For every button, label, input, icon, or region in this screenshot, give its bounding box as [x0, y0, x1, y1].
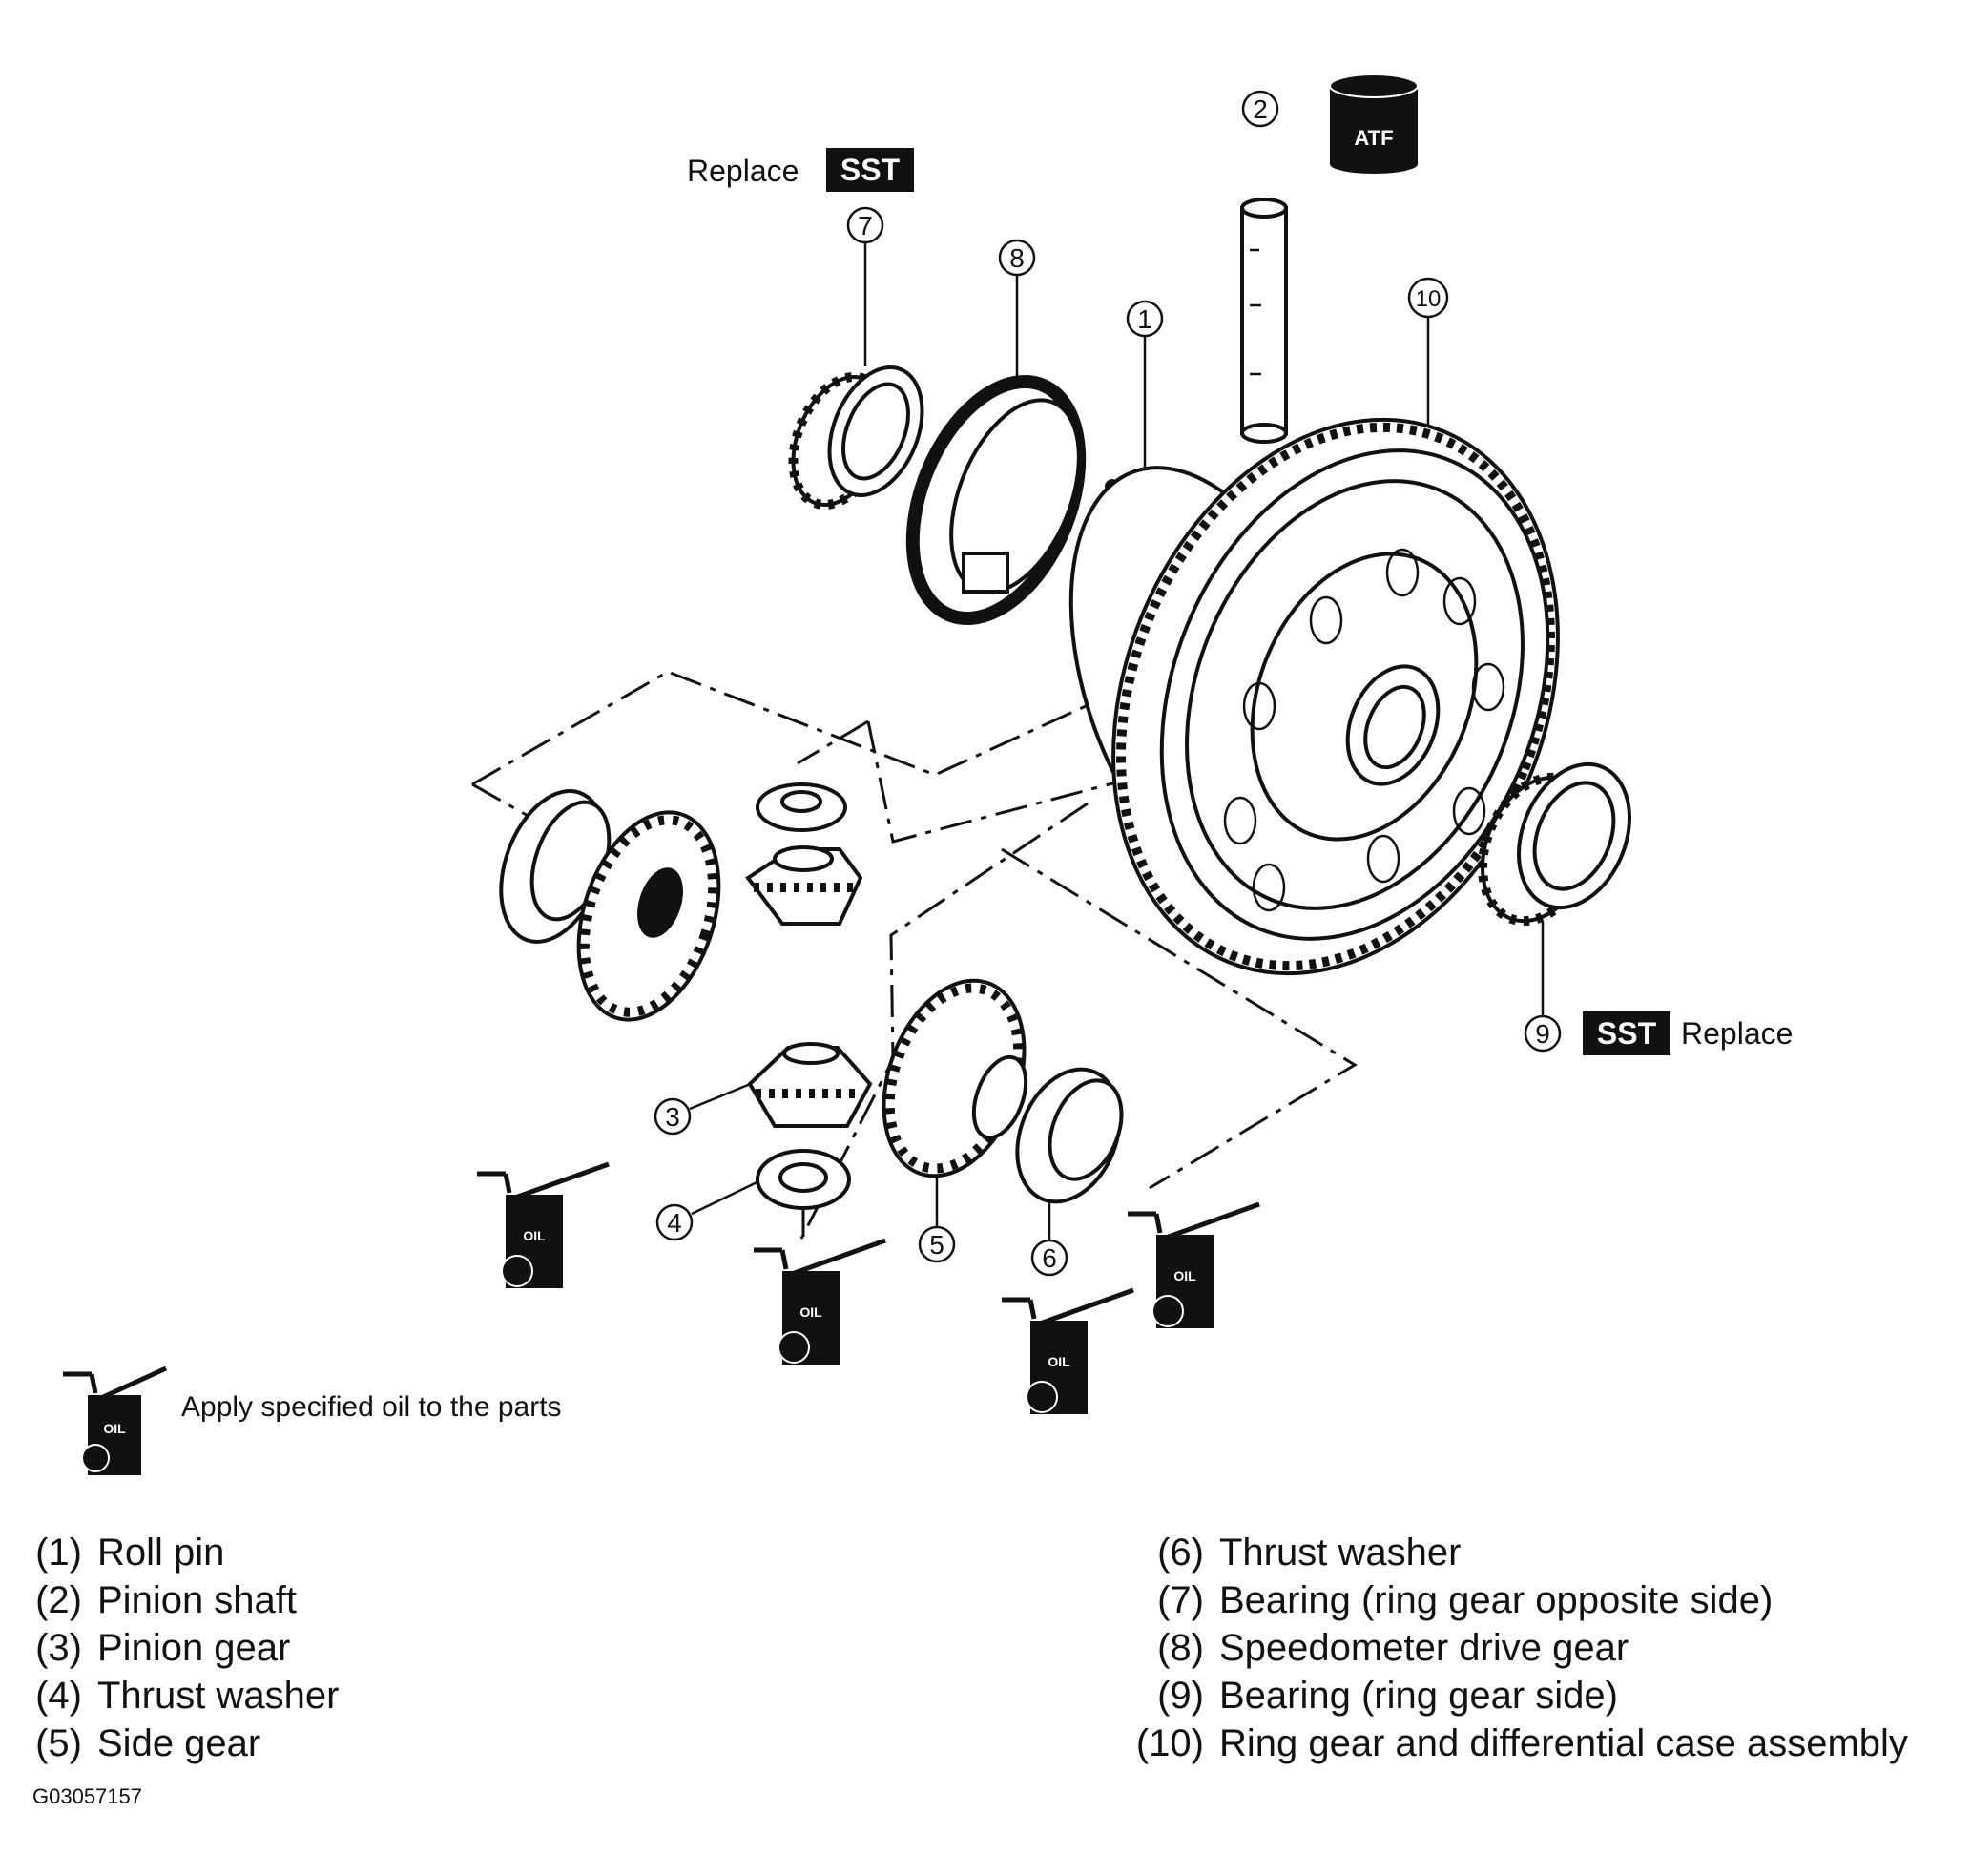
legend-item-text: Ring gear and differential case assembly: [1219, 1722, 1908, 1764]
svg-text:OIL: OIL: [1173, 1268, 1196, 1283]
pinion-shaft: [1240, 198, 1288, 444]
legend-item-number: (8): [1157, 1627, 1204, 1669]
svg-text:OIL: OIL: [1048, 1354, 1070, 1369]
oil-note-text: Apply specified oil to the parts: [181, 1391, 562, 1423]
legend-item: (5) Side gear: [32, 1720, 339, 1767]
legend-item-text: Roll pin: [97, 1532, 225, 1574]
svg-text:10: 10: [1416, 286, 1442, 312]
bearing-ring-gear-side: [1478, 761, 1631, 927]
replace-label-right: Replace: [1681, 1016, 1793, 1051]
legend-item-text: Bearing (ring gear side): [1219, 1675, 1618, 1717]
callout-1: 1: [1126, 300, 1164, 489]
parts-legend-left: (1) Roll pin (2) Pinion shaft (3) Pinion gear…: [32, 1529, 339, 1767]
legend-item: (3) Pinion gear: [32, 1624, 339, 1672]
legend-item: (8) Speedometer drive gear: [1135, 1624, 1908, 1672]
legend-item-number: (9): [1157, 1675, 1204, 1717]
svg-text:SST: SST: [840, 153, 901, 187]
atf-can-icon: ATF: [1329, 73, 1419, 174]
legend-item-number: (10): [1135, 1722, 1204, 1764]
svg-text:OIL: OIL: [103, 1421, 126, 1436]
callout-7: 7: [846, 206, 884, 366]
parts-legend-right: (6) Thrust washer (7) Bearing (ring gear op…: [1135, 1529, 1908, 1767]
thrust-washer-side: [1015, 1067, 1124, 1204]
legend-item: (10) Ring gear and differential case asse…: [1135, 1720, 1908, 1767]
svg-text:4: 4: [667, 1208, 682, 1238]
legend-item-number: (5): [35, 1722, 82, 1764]
svg-text:OIL: OIL: [523, 1228, 546, 1243]
upper-pinion-washer: [756, 782, 847, 832]
svg-text:9: 9: [1535, 1019, 1550, 1049]
svg-text:5: 5: [929, 1230, 944, 1260]
svg-text:3: 3: [665, 1102, 680, 1132]
svg-text:1: 1: [1137, 304, 1152, 334]
upper-pinion-gear: [745, 845, 863, 926]
svg-text:2: 2: [1253, 94, 1268, 124]
svg-text:6: 6: [1042, 1243, 1057, 1273]
legend-item: (1) Roll pin: [32, 1529, 339, 1576]
legend-item-text: Pinion gear: [97, 1627, 291, 1669]
legend-item-number: (7): [1157, 1579, 1204, 1621]
legend-item-text: Bearing (ring gear opposite side): [1219, 1579, 1774, 1621]
legend-item-text: Thrust washer: [1219, 1532, 1462, 1574]
oil-can-icon: OIL: [477, 1161, 610, 1288]
svg-text:ATF: ATF: [1354, 126, 1393, 150]
legend-item: (7) Bearing (ring gear opposite side): [1135, 1576, 1908, 1624]
oil-can-icon: OIL: [754, 1238, 886, 1365]
callout-4: 4: [655, 1174, 772, 1241]
oil-can-icon: OIL: [1128, 1201, 1260, 1328]
svg-text:SST: SST: [1597, 1016, 1657, 1051]
legend-item-text: Pinion shaft: [97, 1579, 298, 1621]
callout-2: 2: [1241, 90, 1279, 128]
legend-item-number: (1): [35, 1532, 82, 1574]
legend-item-number: (6): [1157, 1532, 1204, 1574]
legend-item: (9) Bearing (ring gear side): [1135, 1672, 1908, 1720]
upper-side-gear: [576, 810, 721, 1022]
legend-item-text: Speedometer drive gear: [1219, 1627, 1629, 1669]
figure-id: G03057157: [32, 1784, 142, 1808]
legend-item: (6) Thrust washer: [1135, 1529, 1908, 1576]
legend-item-number: (2): [35, 1579, 82, 1621]
thrust-washer-lower: [756, 1149, 851, 1210]
callout-6: 6: [1030, 1176, 1068, 1277]
legend-item-number: (4): [35, 1675, 82, 1717]
ring-gear-differential-case: [1068, 417, 1560, 976]
legend-item: (2) Pinion shaft: [32, 1576, 339, 1624]
sst-badge-top: SST: [826, 148, 914, 192]
oil-can-icon: OIL: [1002, 1287, 1134, 1414]
callout-9: 9: [1524, 922, 1562, 1053]
svg-text:7: 7: [858, 211, 873, 240]
legend-item: (4) Thrust washer: [32, 1672, 339, 1720]
legend-item-text: Side gear: [97, 1722, 261, 1764]
oil-can-legend-icon: OIL: [63, 1365, 168, 1475]
bearing-ring-gear-opposite-side: [788, 365, 924, 510]
callout-10: 10: [1407, 277, 1449, 431]
speedometer-drive-gear: [905, 374, 1087, 626]
legend-item-text: Thrust washer: [97, 1675, 340, 1717]
legend-item-number: (3): [35, 1627, 82, 1669]
sst-badge-right: SST: [1583, 1011, 1670, 1055]
svg-text:8: 8: [1009, 243, 1025, 273]
replace-label-top: Replace: [687, 154, 799, 188]
pinion-gear: [747, 1042, 873, 1128]
side-gear: [882, 978, 1028, 1178]
svg-text:OIL: OIL: [799, 1304, 822, 1320]
